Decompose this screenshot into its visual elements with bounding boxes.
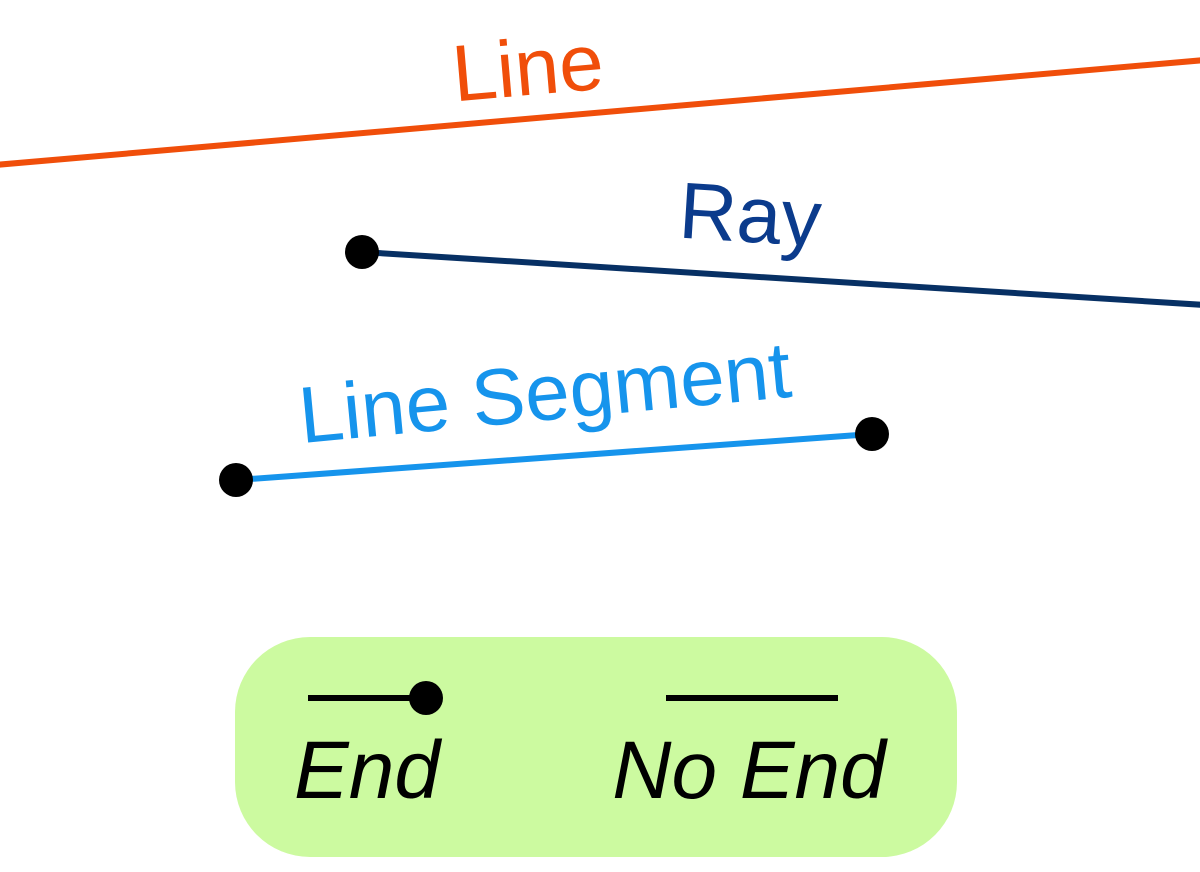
segment-stroke: [235, 431, 873, 483]
line-stroke: [0, 57, 1200, 168]
ray-stroke: [361, 249, 1200, 308]
ray-label: Ray: [677, 166, 825, 264]
segment-endpoint-left: [219, 463, 253, 497]
ray-group: Ray: [345, 166, 1200, 308]
line-group: Line: [0, 17, 1200, 168]
segment-group: Line Segment: [219, 325, 889, 497]
ray-endpoint: [345, 235, 379, 269]
legend-no-end-label: No End: [612, 725, 888, 816]
legend-end-label: End: [294, 725, 442, 816]
segment-label: Line Segment: [295, 325, 795, 460]
legend-end-item: End: [294, 681, 443, 816]
line-label: Line: [449, 17, 607, 119]
line-with-endpoint-icon: [308, 681, 443, 715]
legend-box: End No End: [235, 637, 957, 857]
legend-no-end-item: No End: [612, 695, 888, 816]
segment-endpoint-right: [855, 417, 889, 451]
